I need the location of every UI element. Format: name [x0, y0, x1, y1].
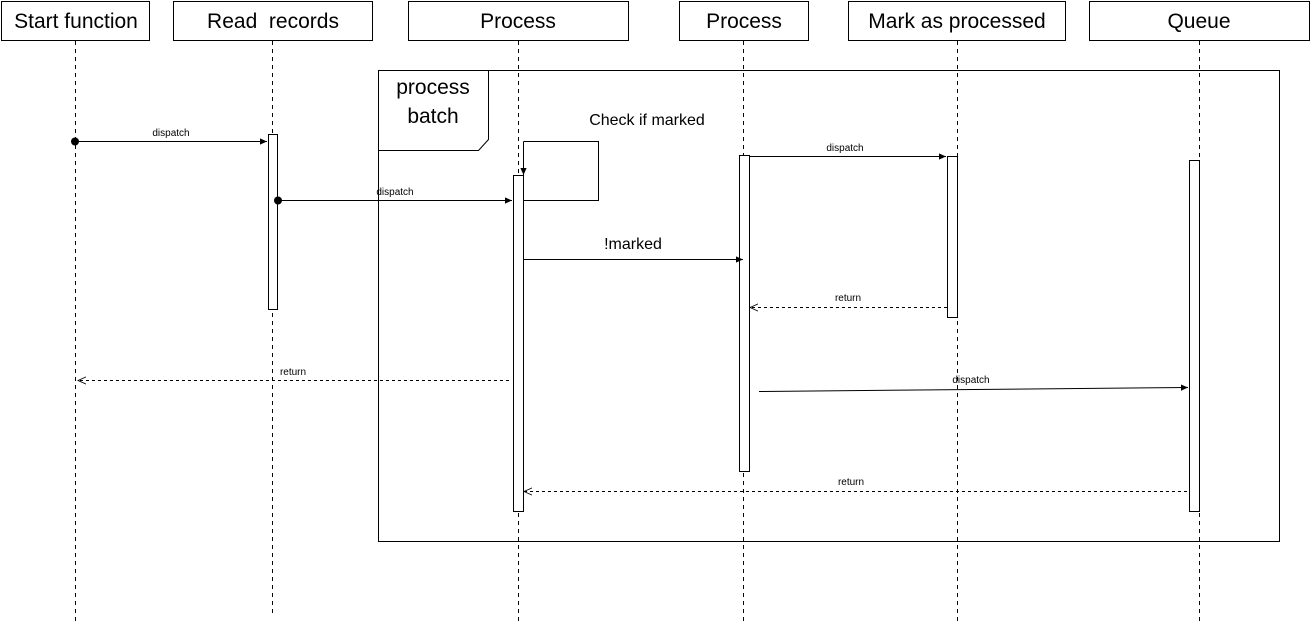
participant-start[interactable]: Start function: [1, 1, 150, 41]
frame-label-tab: [378, 70, 489, 151]
participant-read[interactable]: Read records: [173, 1, 373, 41]
participant-read-label: Read records: [207, 10, 339, 33]
participant-mark-label: Mark as processed: [868, 10, 1045, 33]
self-call-line: [523, 141, 599, 201]
frame-label-line2: batch: [407, 105, 458, 128]
message-label-return-1: return: [835, 293, 861, 304]
message-label-dispatch-2: dispatch: [376, 187, 413, 198]
message-label-return-3: return: [838, 477, 864, 488]
activation-process2: [739, 155, 750, 472]
message-label-dispatch-3: dispatch: [826, 143, 863, 154]
message-not-marked: !marked: [524, 236, 743, 263]
participant-mark[interactable]: Mark as processed: [848, 1, 1066, 41]
activation-read: [268, 134, 278, 310]
message-return-2: return: [78, 367, 509, 381]
message-label-dispatch-4: dispatch: [952, 375, 989, 386]
message-return-1: return: [750, 293, 947, 308]
self-call-check-marked: Check if marked: [520, 112, 705, 201]
message-label-dispatch-1: dispatch: [152, 128, 189, 139]
messages: dispatch dispatch !marked dispatch retur…: [71, 128, 1189, 492]
activation-mark: [947, 156, 958, 318]
participant-start-label: Start function: [14, 10, 138, 33]
participant-process2[interactable]: Process: [679, 1, 809, 41]
message-dispatch-4: dispatch: [758, 375, 1189, 392]
participant-process2-label: Process: [706, 10, 782, 33]
message-return-3: return: [524, 477, 1187, 492]
participant-queue[interactable]: Queue: [1089, 1, 1310, 41]
message-dispatch-1: dispatch: [71, 128, 267, 146]
activation-queue: [1189, 160, 1200, 512]
participant-queue-label: Queue: [1167, 10, 1230, 33]
activation-process1: [513, 175, 524, 512]
frame-label-line1: process: [396, 76, 470, 99]
frame-border: [378, 70, 1280, 542]
participant-process1-label: Process: [480, 10, 556, 33]
message-dispatch-2: dispatch: [274, 187, 512, 205]
participant-process1[interactable]: Process: [408, 1, 629, 41]
message-label-not-marked: !marked: [604, 236, 662, 253]
process-batch-frame: process batch: [378, 70, 1280, 542]
self-call-label: Check if marked: [589, 112, 705, 129]
participant-headers: Start function Read records Process Proc…: [1, 1, 1310, 41]
activation-bars: [268, 134, 1200, 512]
message-label-return-2: return: [280, 367, 306, 378]
message-dispatch-3: dispatch: [750, 143, 946, 160]
